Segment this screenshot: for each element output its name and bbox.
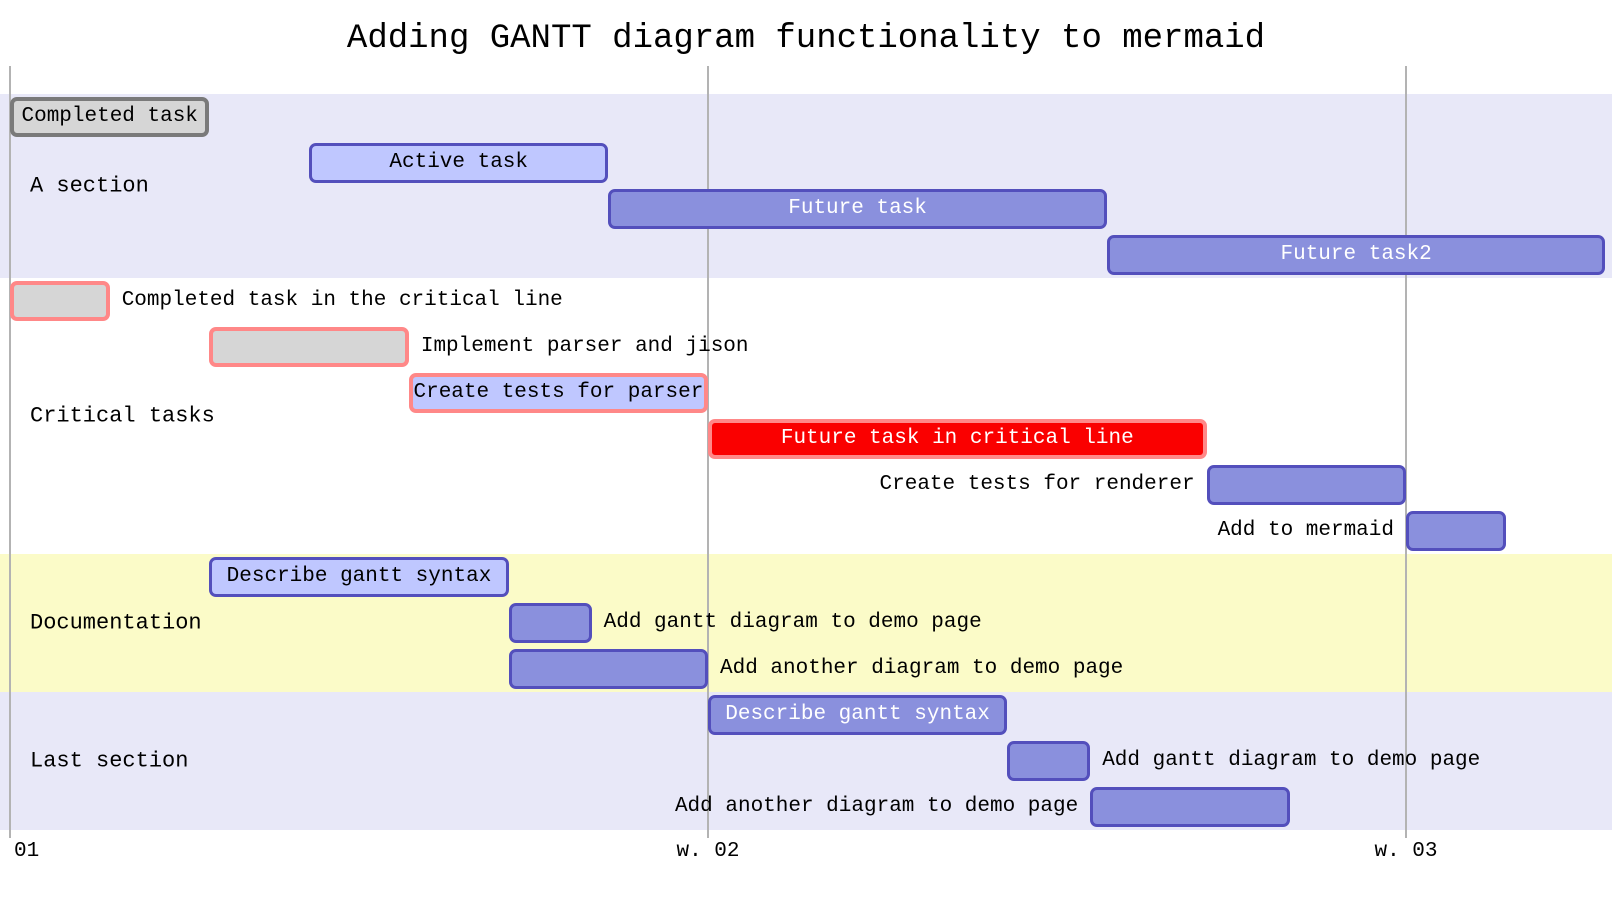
task-bar (508, 649, 708, 689)
axis-tick-label: w. 02 (676, 840, 740, 863)
task-label: Add gantt diagram to demo page (603, 611, 982, 634)
task-bar (1206, 465, 1406, 505)
section-label: Documentation (30, 610, 202, 636)
task-bar (708, 695, 1008, 735)
axis-tick-label: w. 03 (1374, 840, 1438, 863)
task-bar (708, 419, 1207, 459)
task-label: Add to mermaid (1217, 519, 1394, 542)
task-label: Implement parser and jison (420, 335, 749, 358)
task-bar (1406, 511, 1506, 551)
section-label: Critical tasks (30, 403, 215, 429)
task-bar (1007, 741, 1091, 781)
grid-tick-line (9, 66, 11, 838)
task-label: Future task2 (1280, 243, 1432, 266)
section-label: A section (30, 173, 149, 199)
task-label: Create tests for renderer (879, 473, 1195, 496)
chart-title: Adding GANTT diagram functionality to me… (346, 20, 1266, 58)
task-bar (309, 143, 609, 183)
grid-tick-line (1405, 66, 1407, 838)
task-label: Describe gantt syntax (226, 565, 492, 588)
task-bar (508, 603, 592, 643)
task-label: Active task (389, 151, 529, 174)
task-label: Create tests for parser (413, 381, 704, 404)
task-label: Add another diagram to demo page (674, 795, 1079, 818)
task-bar (10, 281, 110, 321)
task-bar (608, 189, 1107, 229)
task-label: Future task (788, 197, 927, 220)
task-bar (10, 97, 210, 137)
task-label: Add another diagram to demo page (720, 657, 1124, 680)
task-label: Describe gantt syntax (725, 703, 990, 726)
section-label: Last section (30, 748, 189, 774)
task-label: Add gantt diagram to demo page (1102, 749, 1481, 772)
task-label: Completed task in the critical line (121, 289, 563, 312)
axis-tick-label: 01 (14, 840, 40, 863)
task-bar (1106, 235, 1606, 275)
task-bar (1090, 787, 1290, 827)
task-label: Completed task (21, 105, 198, 128)
task-bar (408, 373, 708, 413)
task-bar (209, 557, 509, 597)
task-label: Future task in critical line (780, 427, 1134, 450)
task-bar (209, 327, 409, 367)
